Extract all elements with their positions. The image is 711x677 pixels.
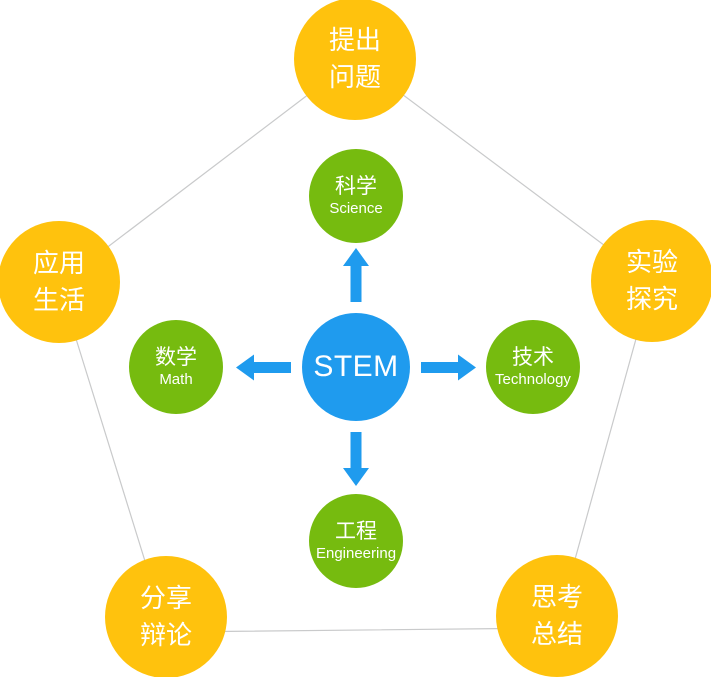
outer-node-apply-life: 应用 生活 bbox=[0, 221, 120, 343]
inner-node-label-en: Technology bbox=[495, 371, 571, 388]
outer-node-label-line2: 探究 bbox=[625, 284, 678, 314]
arrow-left-icon bbox=[236, 354, 291, 381]
outer-node-label-line1: 实验 bbox=[625, 247, 678, 277]
inner-node-label-zh: 科学 bbox=[335, 175, 377, 198]
inner-node-math: 数学 Math bbox=[129, 320, 223, 414]
inner-node-engineering: 工程 Engineering bbox=[309, 494, 403, 588]
outer-node-label-line2: 问题 bbox=[328, 62, 381, 92]
inner-node-label-zh: 工程 bbox=[335, 520, 377, 543]
inner-node-label-zh: 数学 bbox=[155, 346, 197, 369]
inner-node-label-zh: 技术 bbox=[512, 346, 554, 369]
outer-node-label-line2: 总结 bbox=[530, 619, 583, 649]
center-node-label: STEM bbox=[313, 350, 399, 383]
inner-node-label-en: Math bbox=[159, 371, 193, 388]
inner-node-label-en: Science bbox=[329, 200, 383, 217]
outer-node-raise-questions: 提出 问题 bbox=[294, 0, 416, 120]
center-node-stem: STEM bbox=[302, 313, 410, 421]
outer-node-share-debate: 分享 辩论 bbox=[105, 556, 227, 677]
outer-node-label-line1: 应用 bbox=[32, 248, 85, 278]
outer-node-label-line1: 提出 bbox=[328, 25, 381, 55]
arrow-up-icon bbox=[343, 248, 369, 302]
inner-node-technology: 技术 Technology bbox=[486, 320, 580, 414]
inner-node-science: 科学 Science bbox=[309, 149, 403, 243]
outer-node-think-summarize: 思考 总结 bbox=[496, 555, 618, 677]
outer-node-label-line1: 思考 bbox=[530, 582, 583, 612]
outer-node-experiment-explore: 实验 探究 bbox=[591, 220, 711, 342]
outer-node-label-line2: 生活 bbox=[32, 285, 85, 315]
outer-node-label-line1: 分享 bbox=[139, 583, 192, 613]
arrow-right-icon bbox=[421, 354, 476, 381]
arrow-down-icon bbox=[343, 432, 369, 486]
outer-node-label-line2: 辩论 bbox=[139, 620, 192, 650]
inner-node-label-en: Engineering bbox=[315, 545, 397, 562]
